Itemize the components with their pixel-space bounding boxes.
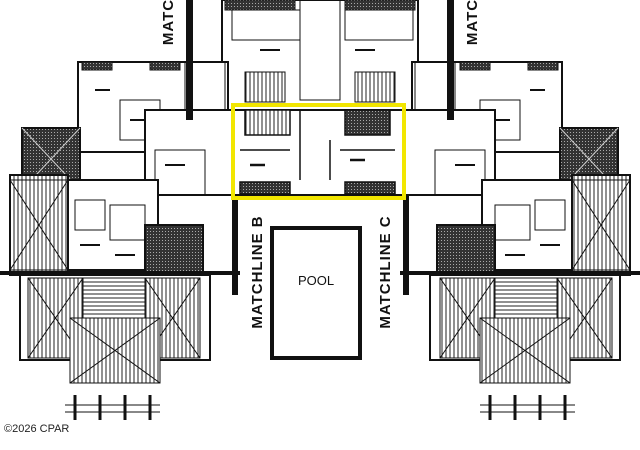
- highlighted-unit-interior: [239, 109, 396, 195]
- pool-label: POOL: [298, 273, 334, 288]
- pool-area: [270, 226, 362, 360]
- middle-band: [144, 109, 496, 196]
- left-outer-column: [9, 127, 204, 281]
- matchline-b-label: MATCHLINE B: [249, 215, 266, 328]
- lower-left-wing: [19, 274, 211, 384]
- right-outer-column: [436, 127, 631, 281]
- top-matchline-bars: [186, 0, 454, 120]
- balcony-posts-right: [480, 395, 575, 420]
- pool-matchline-bars: [232, 195, 409, 295]
- highlighted-unit[interactable]: [231, 103, 406, 200]
- matchline-top-left-label: MATC: [160, 0, 177, 45]
- copyright-notice: ©2026 CPAR: [4, 423, 70, 435]
- lower-right-wing: [429, 274, 621, 384]
- matchline-top-right-label: MATC: [464, 0, 481, 45]
- matchline-c-label: MATCHLINE C: [377, 215, 394, 328]
- central-tower-block: [221, 0, 419, 111]
- balcony-posts-left: [65, 395, 160, 420]
